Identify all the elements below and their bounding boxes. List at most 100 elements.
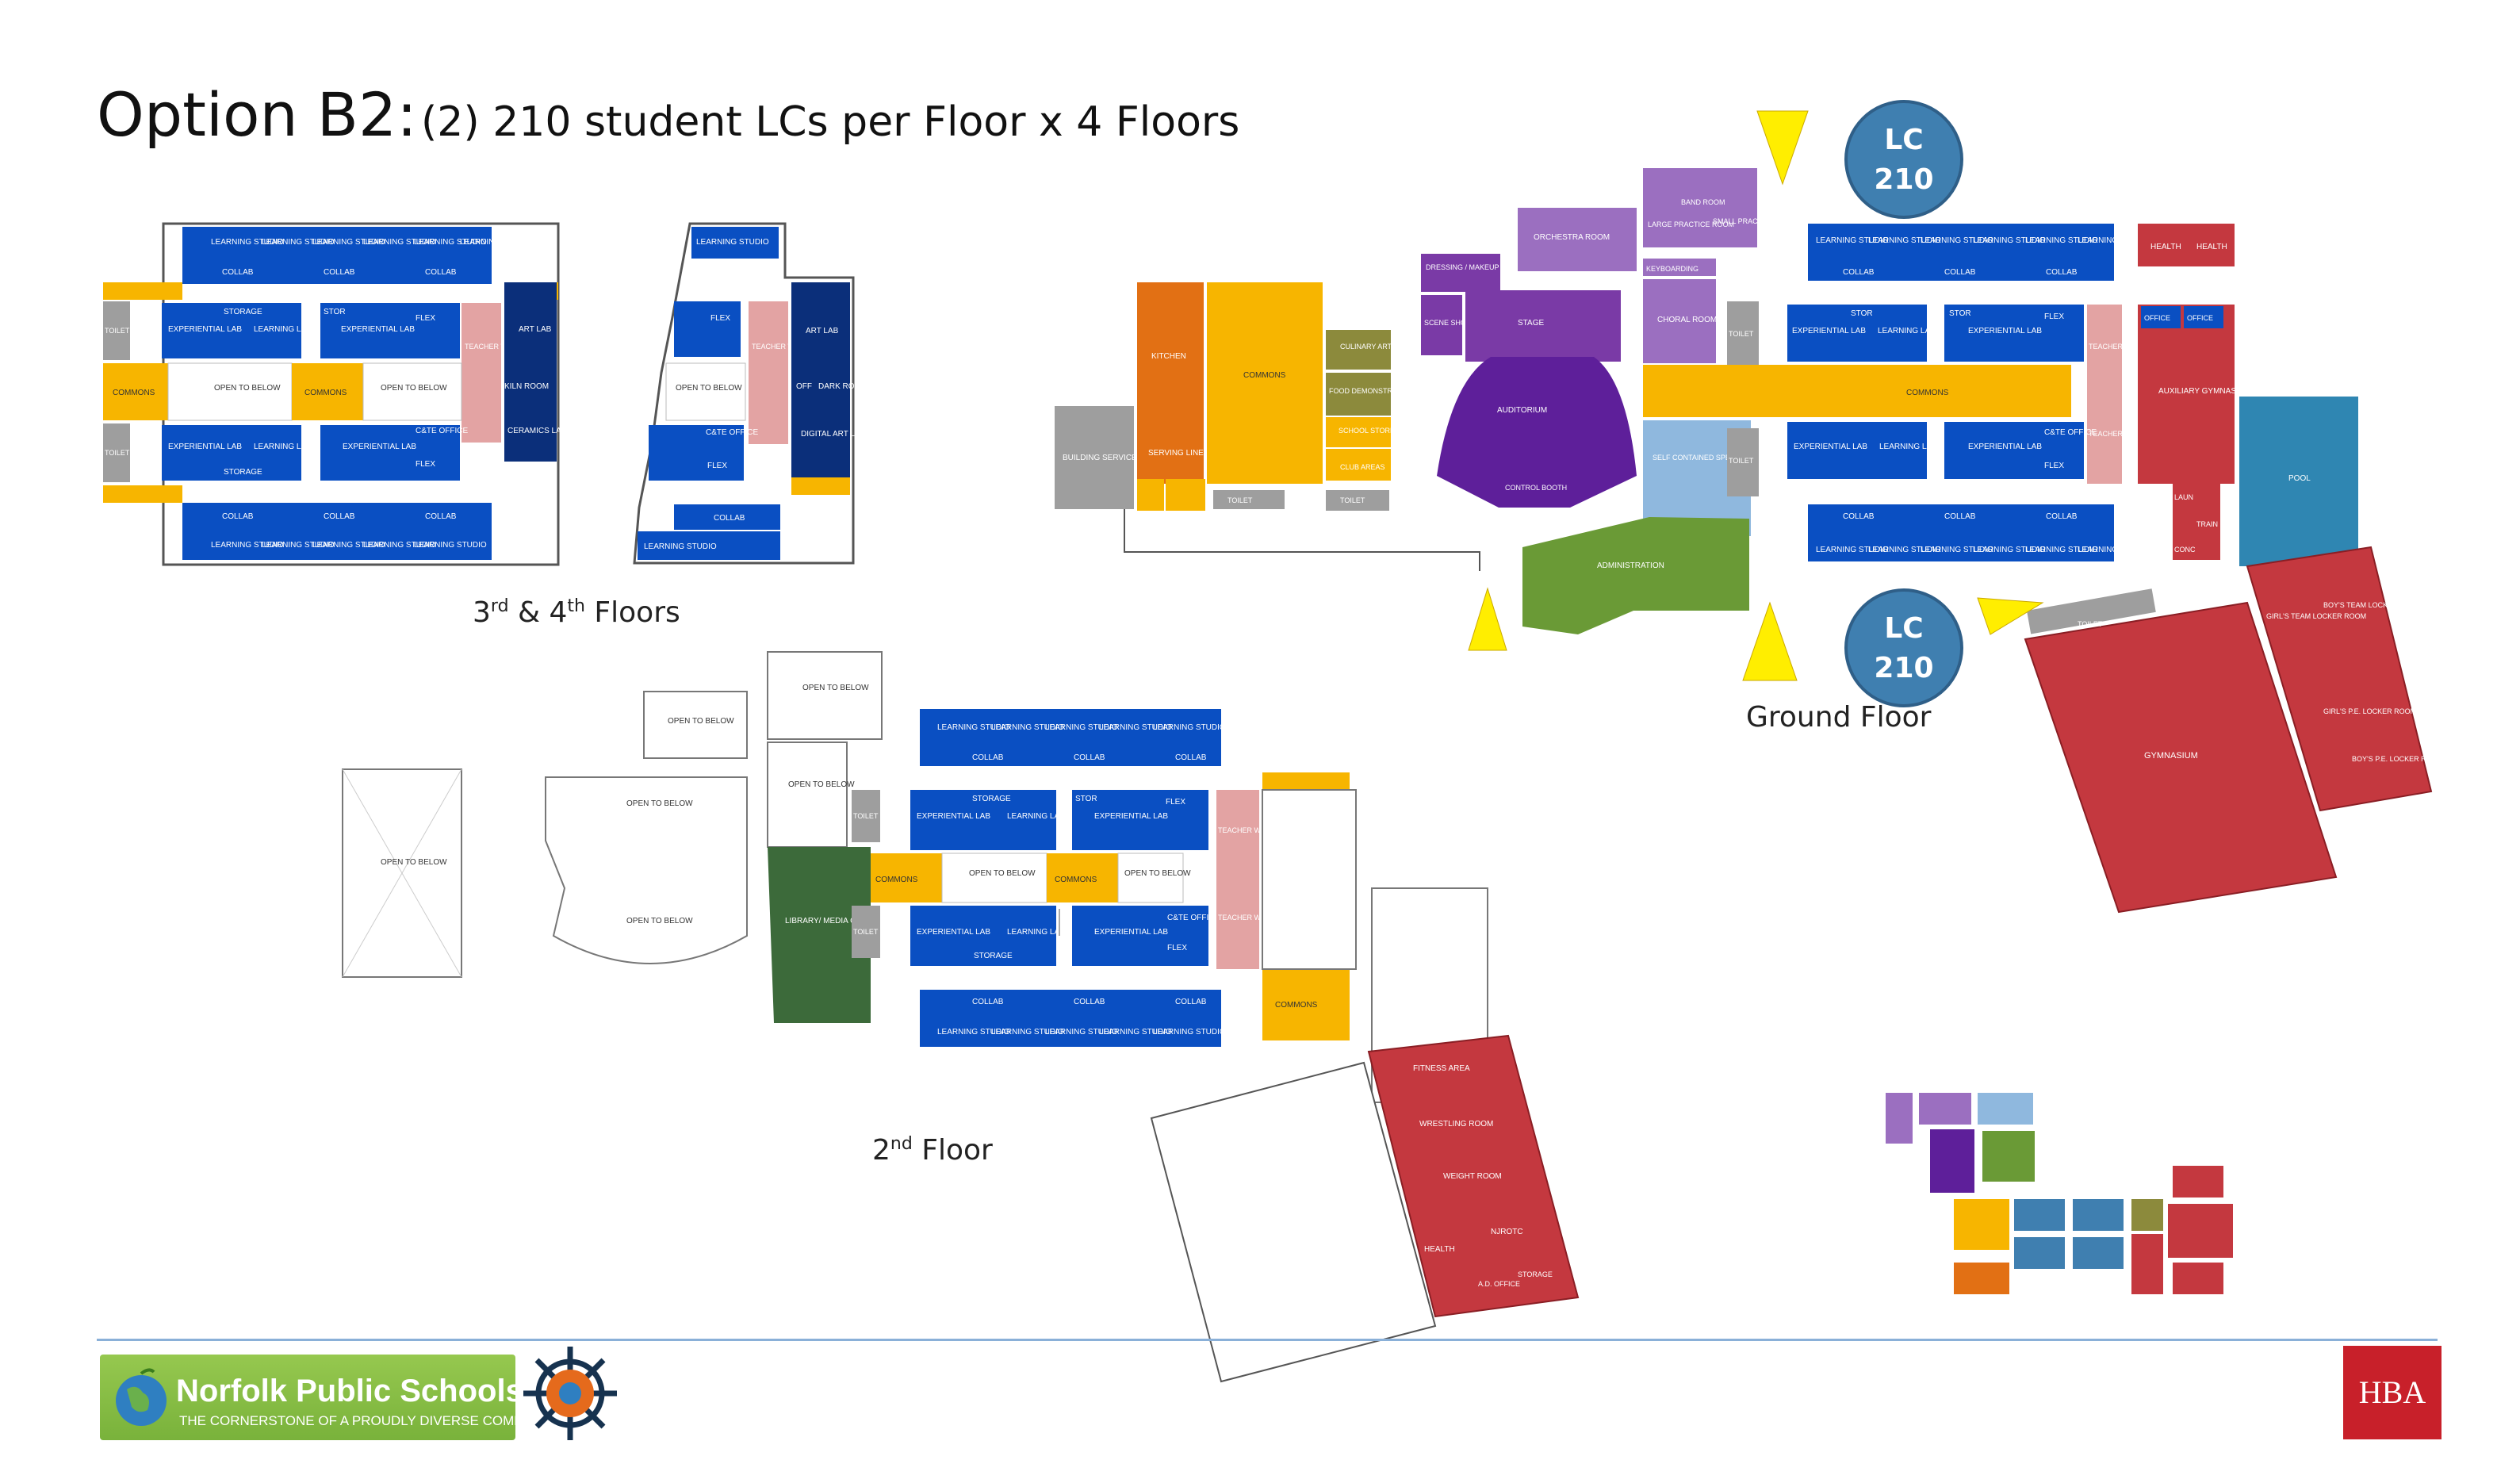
label: TOILET: [105, 327, 130, 335]
label: OPEN TO BELOW: [1124, 869, 1191, 878]
title-sub: (2) 210 student LCs per Floor x 4 Floors: [421, 98, 1240, 146]
lc-badge-line1: LC: [1884, 612, 1924, 645]
key-lightblue: [1978, 1093, 2033, 1125]
label: LEARNING STUDIO: [1921, 546, 1993, 554]
laun-train: [2173, 484, 2220, 560]
label: OPEN TO BELOW: [626, 917, 693, 925]
label: NJROTC: [1491, 1228, 1523, 1236]
label: CLUB AREAS: [1340, 463, 1385, 471]
second-studios-top: [920, 709, 1221, 766]
label: LEARNING STUDIO: [991, 723, 1064, 732]
partial-lab-top: [674, 301, 741, 357]
partial-collab: [674, 504, 780, 530]
label: STORAGE: [974, 952, 1013, 960]
partial-lab-bottom: [649, 425, 744, 481]
label: COLLAB: [972, 998, 1004, 1006]
label: LEARNING STUDIO: [1816, 546, 1889, 554]
lc-badge-bottom: LC 210: [1844, 588, 1963, 707]
upper-floors-plan-partial: LEARNING STUDIO FLEX TEACHER WORK ROOM A…: [633, 222, 867, 565]
storage-small: [1166, 479, 1205, 511]
label: TOILET: [1227, 496, 1253, 504]
second-rest: Floor: [912, 1134, 993, 1167]
footer-rule: [97, 1339, 2438, 1341]
label: LEARNING STUDIO: [644, 542, 717, 551]
label: LEARNING LAB: [1878, 327, 1936, 335]
office-b: [2184, 306, 2223, 328]
label: OPEN TO BELOW: [676, 384, 742, 393]
label: KEYBOARDING: [1646, 265, 1699, 273]
second-void-east: [1262, 789, 1357, 970]
label: COMMONS: [875, 876, 918, 884]
upper-floors-plan: LEARNING STUDIO LEARNING STUDIO LEARNING…: [103, 222, 567, 566]
label: FLEX: [1167, 944, 1187, 952]
label: LEARNING STUDIO: [1921, 236, 1993, 245]
ground-studios-bottom: [1808, 504, 2114, 561]
ground-teacher-work: [2087, 305, 2122, 484]
label: FLEX: [416, 314, 435, 323]
label: STOR: [324, 308, 346, 316]
key-purple: [1886, 1093, 1913, 1144]
upper-toilet-a: [103, 301, 130, 360]
label: LEARNING LAB: [254, 443, 312, 451]
label: LEARNING STUDIO: [1153, 1028, 1226, 1037]
keyboarding: [1643, 259, 1716, 276]
label: EXPERIENTIAL LAB: [917, 812, 990, 821]
second-void-gym: [1150, 1061, 1437, 1383]
label: DIGITAL ART LAB: [801, 430, 866, 439]
second-num: 2: [872, 1134, 890, 1167]
partial-commons: [791, 477, 850, 495]
label-upper-floors: 3rd & 4th Floors: [473, 596, 680, 629]
locker-rooms: [2246, 546, 2433, 812]
label: OPEN TO BELOW: [214, 384, 281, 393]
label: OPEN TO BELOW: [788, 780, 855, 789]
auditorium: [1437, 357, 1637, 508]
key-blue-4: [2073, 1237, 2124, 1269]
label: LEARNING STUDIO: [1973, 236, 2046, 245]
label: CERAMICS LAB: [507, 427, 567, 435]
label: GIRL'S P.E. LOCKER ROOM: [2323, 707, 2416, 715]
label: COLLAB: [222, 512, 254, 521]
label: COLLAB: [1074, 753, 1105, 762]
upper-commons-c: [103, 485, 182, 503]
stage: [1465, 290, 1621, 362]
upper-sup1: rd: [490, 596, 509, 616]
upper-lab-1: [162, 303, 301, 358]
partial-open-below: [665, 362, 746, 421]
label: COLLAB: [1944, 268, 1976, 277]
key-green: [1982, 1131, 2035, 1182]
label: OPEN TO BELOW: [802, 684, 869, 692]
lc-badge-line1: LC: [1884, 124, 1924, 156]
label: FLEX: [2044, 312, 2064, 321]
npps-logo: Norfolk Public Schools THE CORNERSTONE O…: [100, 1355, 565, 1440]
upper-amp: & 4: [508, 596, 568, 629]
label: EXPERIENTIAL LAB: [341, 325, 415, 334]
ground-lab-2: [1944, 305, 2084, 362]
label: COMMONS: [113, 389, 155, 397]
upper-studios-top: [182, 227, 492, 259]
label: TRAIN: [2196, 520, 2218, 528]
lc-badge-line2: 210: [1874, 652, 1934, 684]
label: LEARNING STUDIO: [1868, 236, 1941, 245]
orchestra: [1518, 208, 1637, 271]
label: GYMNASIUM: [2144, 751, 2198, 761]
upper-num1: 3: [473, 596, 491, 629]
label: LEARNING STUDIO: [414, 541, 487, 550]
upper-teacher-work-a: [461, 303, 501, 443]
key-auditorium: [1930, 1129, 1974, 1193]
label: FLEX: [707, 462, 727, 470]
upper-commons-west: [103, 363, 168, 420]
label: LEARNING STUDIO: [2025, 546, 2098, 554]
ground-toilet-c: [1727, 301, 1759, 365]
upper-open-below-a: [167, 362, 293, 421]
upper-commons-a: [103, 282, 182, 300]
ground-toilet-a: [1213, 490, 1285, 509]
second-open-below-b: [1117, 853, 1184, 903]
label: LAUN: [2174, 493, 2193, 501]
label: SCENE SHOP: [1424, 319, 1471, 327]
label: AUDITORIUM: [1497, 406, 1547, 415]
ground-commons-west: [1207, 282, 1323, 484]
open-below-top: [767, 651, 883, 740]
upper-studios-bottom: [182, 528, 492, 560]
label: OPEN TO BELOW: [381, 384, 447, 393]
open-below-mid: [767, 742, 848, 848]
